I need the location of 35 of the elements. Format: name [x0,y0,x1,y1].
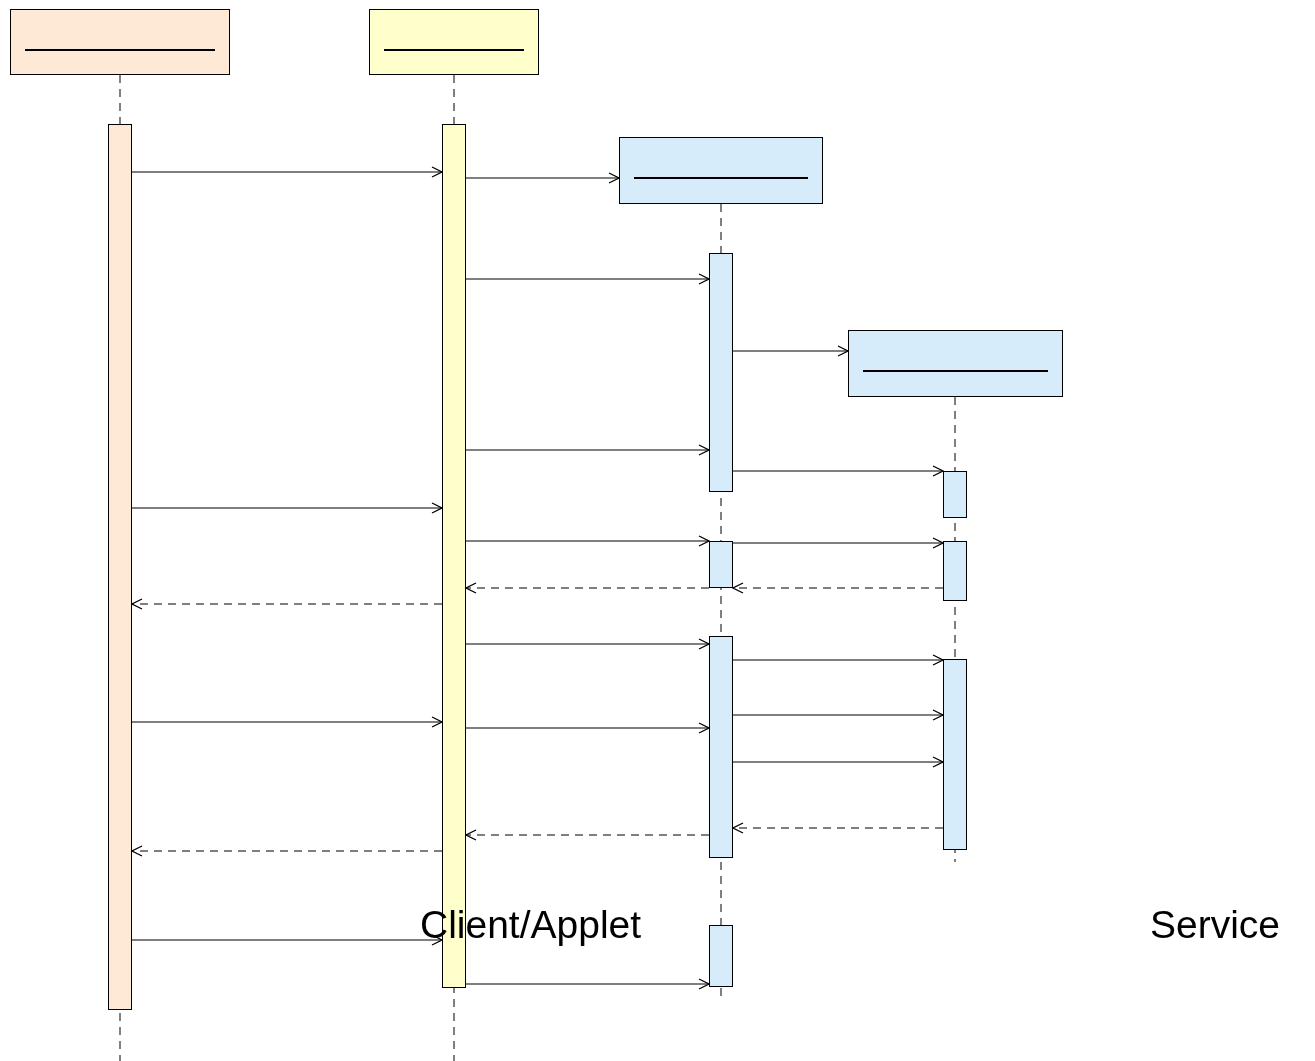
participant-box [619,137,823,204]
return-arrow [131,845,443,857]
message-arrow [732,709,944,721]
message-arrow [465,722,710,734]
return-arrow [732,822,944,834]
message-arrow [465,444,710,456]
activation-bar [709,541,733,588]
return-arrow [465,829,710,841]
activation-bar [709,253,733,492]
message-arrow [732,345,849,357]
message-arrow [465,978,710,990]
activation-bar [943,659,967,850]
return-arrow [732,582,944,594]
message-arrow [732,756,944,768]
participant-label: Service [1150,905,1281,944]
activation-bar [108,124,132,1010]
message-arrow [732,465,944,477]
activation-bar [709,636,733,858]
message-arrow [131,502,443,514]
return-arrow [131,598,443,610]
activation-bar [943,471,967,518]
activation-bar [709,925,733,987]
participant-box [10,9,230,75]
message-arrow [131,166,443,178]
message-arrow [732,654,944,666]
participant-box [848,330,1063,397]
message-arrow [131,716,443,728]
activation-bar [943,541,967,601]
message-arrow [732,537,944,549]
participant-box [369,9,539,75]
message-arrow [465,273,710,285]
return-arrow [465,582,710,594]
message-arrow [465,172,620,184]
message-arrow [465,535,710,547]
message-arrow [465,638,710,650]
